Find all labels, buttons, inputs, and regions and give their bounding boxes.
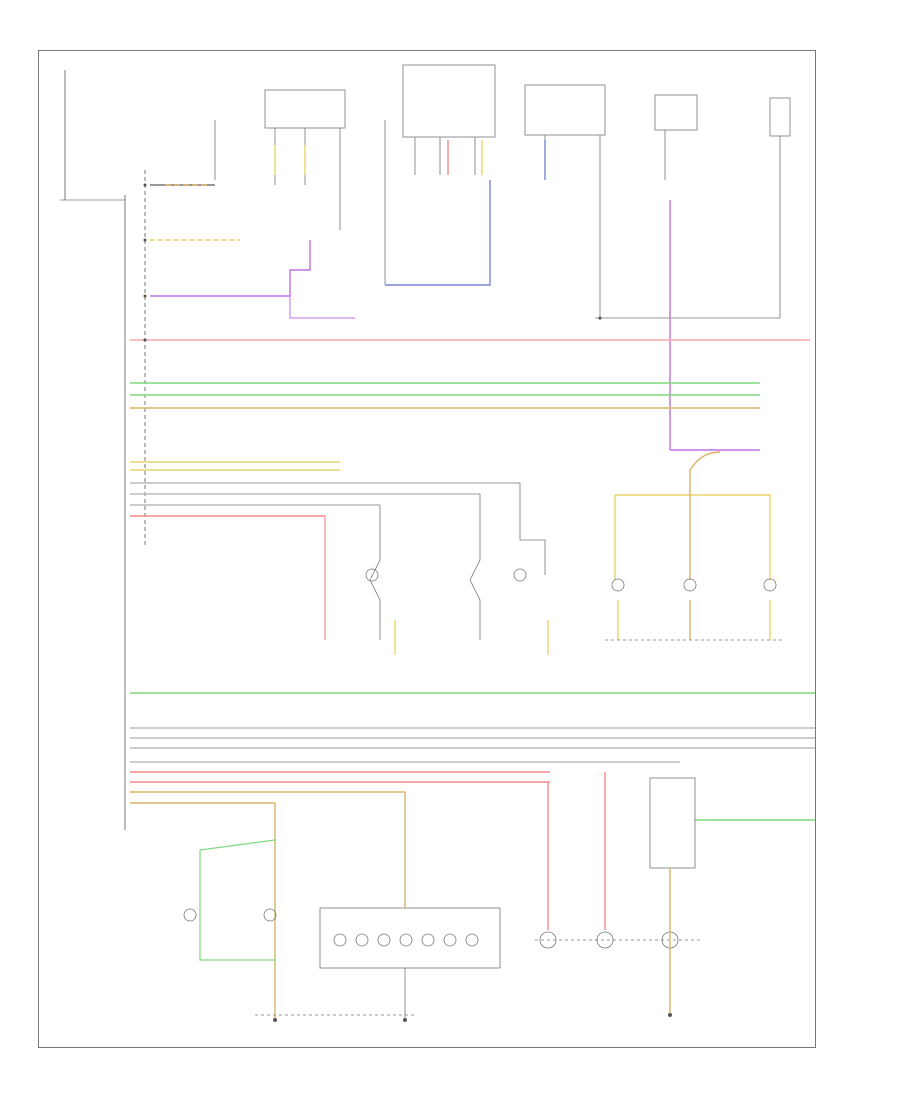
central-connector xyxy=(60,70,146,830)
junction-dots xyxy=(143,183,672,1022)
middle-components xyxy=(324,451,785,655)
top-components xyxy=(214,64,791,320)
bus-wires xyxy=(130,339,815,821)
upper-wires xyxy=(150,140,760,451)
diagram-frame xyxy=(38,50,816,1048)
lower-components xyxy=(183,772,700,1020)
